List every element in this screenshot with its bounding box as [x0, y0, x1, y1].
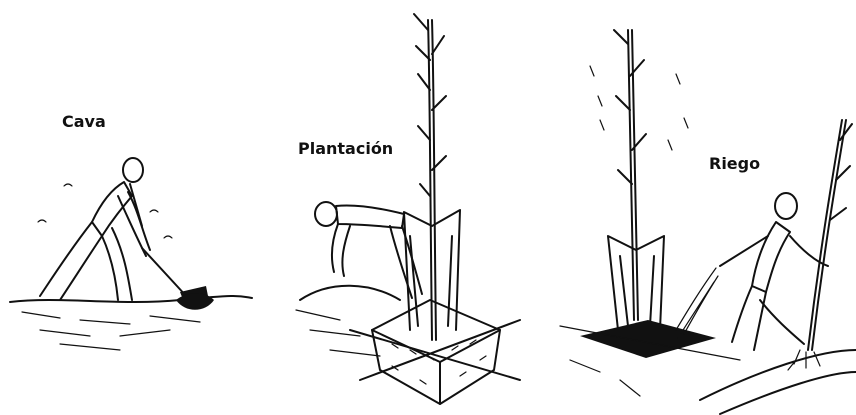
label-plantacion: Plantación	[298, 139, 393, 158]
planting-scene	[296, 14, 520, 404]
label-riego: Riego	[709, 154, 760, 173]
digging-figure	[10, 158, 252, 350]
watering-scene	[560, 30, 856, 414]
label-cava: Cava	[62, 112, 106, 131]
